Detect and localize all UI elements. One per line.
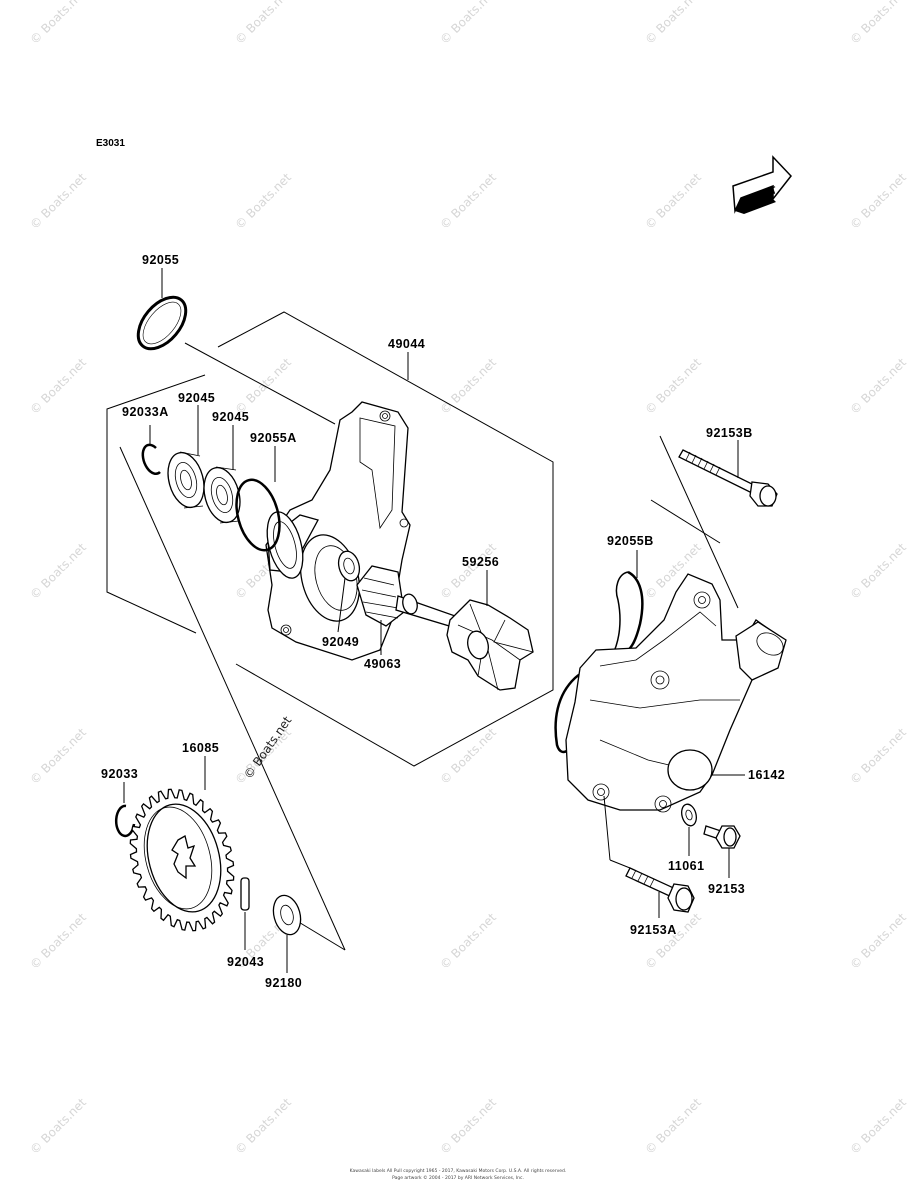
- circlip-92033: [114, 804, 136, 838]
- bearing-92045-b: [203, 466, 241, 524]
- watermark-text: © Boats.net: [437, 1095, 499, 1157]
- pump-cover: [565, 573, 787, 813]
- footer-artwork: Page artwork © 2004 - 2017 by ARI Networ…: [392, 1174, 524, 1181]
- watermark-text: © Boats.net: [232, 1095, 294, 1157]
- label-16085: 16085: [182, 741, 219, 755]
- watermark-text: © Boats.net: [437, 355, 499, 417]
- watermark-text: © Boats.net: [27, 1095, 89, 1157]
- o-ring-92055a: [235, 478, 281, 552]
- label-16142: 16142: [748, 768, 785, 782]
- watermark-text: © Boats.net: [232, 355, 294, 417]
- watermark-text: © Boats.net: [27, 910, 89, 972]
- label-92055b: 92055B: [607, 534, 654, 548]
- footer-copyright: Kawasaki labels All Pull copyright 1965 …: [350, 1168, 567, 1174]
- gear-16085: [129, 788, 235, 932]
- watermark-text: © Boats.net: [847, 355, 909, 417]
- bearing-92045-a: [167, 451, 205, 509]
- label-92033a: 92033A: [122, 405, 169, 419]
- watermark-text: © Boats.net: [232, 0, 294, 47]
- label-49044: 49044: [388, 337, 425, 351]
- watermark-text: © Boats.net: [847, 0, 909, 47]
- watermark-text: © Boats.net: [27, 355, 89, 417]
- watermark-text: © Boats.net: [27, 0, 89, 47]
- watermark-text: © Boats.net: [232, 170, 294, 232]
- label-92045-a: 92045: [178, 391, 215, 405]
- watermark-text: © Boats.net: [847, 1095, 909, 1157]
- inline-watermark: © Boats.net: [241, 713, 295, 781]
- bolt-92153b: [678, 449, 778, 507]
- o-ring-92055: [136, 295, 188, 351]
- label-59256: 59256: [462, 555, 499, 569]
- label-92055a: 92055A: [250, 431, 297, 445]
- watermark-text: © Boats.net: [437, 540, 499, 602]
- bolt-92153: [703, 825, 741, 849]
- label-49063: 49063: [364, 657, 401, 671]
- label-92055: 92055: [142, 253, 179, 267]
- front-arrow-icon: FRONT: [732, 155, 792, 214]
- watermark-text: © Boats.net: [27, 170, 89, 232]
- pin-92043: [240, 877, 250, 911]
- label-92153a: 92153A: [630, 923, 677, 937]
- watermark-text: © Boats.net: [437, 725, 499, 787]
- watermark-text: © Boats.net: [847, 170, 909, 232]
- circlip-92033a: [141, 443, 161, 475]
- watermark-text: © Boats.net: [847, 910, 909, 972]
- label-11061: 11061: [668, 859, 705, 873]
- label-92049: 92049: [322, 635, 359, 649]
- washer-11061: [681, 803, 697, 827]
- label-92153: 92153: [708, 882, 745, 896]
- label-92045-b: 92045: [212, 410, 249, 424]
- washer-92180: [272, 894, 302, 936]
- label-92153b: 92153B: [706, 426, 753, 440]
- watermark-text: © Boats.net: [27, 540, 89, 602]
- watermark-text: © Boats.net: [437, 170, 499, 232]
- label-92180: 92180: [265, 976, 302, 990]
- watermark-text: © Boats.net: [642, 355, 704, 417]
- watermark-text: © Boats.net: [437, 910, 499, 972]
- watermark-text: © Boats.net: [437, 0, 499, 47]
- bolt-92153a: [625, 867, 695, 913]
- label-92033: 92033: [101, 767, 138, 781]
- watermark-text: © Boats.net: [27, 725, 89, 787]
- group-box-49044: [217, 311, 554, 767]
- watermark-text: © Boats.net: [642, 0, 704, 47]
- label-92043: 92043: [227, 955, 264, 969]
- watermark-text: © Boats.net: [642, 910, 704, 972]
- watermark-text: © Boats.net: [847, 540, 909, 602]
- diagram-code: E3031: [96, 138, 125, 149]
- watermark-text: © Boats.net: [847, 725, 909, 787]
- watermark-text: © Boats.net: [642, 1095, 704, 1157]
- shaft-impeller-assembly: [356, 565, 534, 691]
- group-box-cover: [650, 435, 739, 609]
- watermark-text: © Boats.net: [642, 170, 704, 232]
